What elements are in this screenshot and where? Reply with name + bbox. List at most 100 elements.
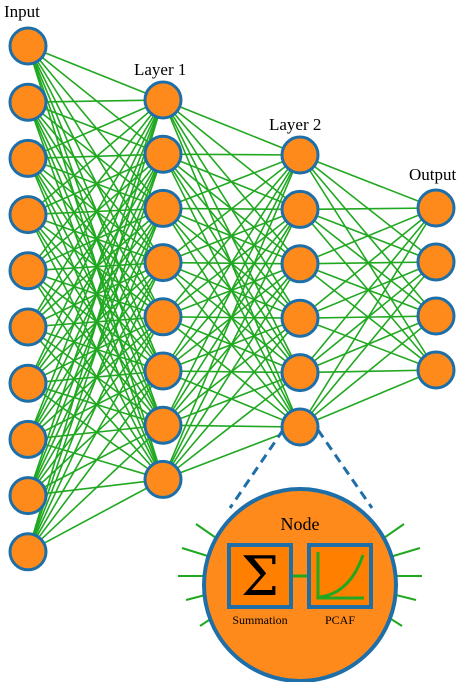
layer1-label: Layer 1 [134,60,186,79]
layer1-node-8 [143,459,183,499]
edge-l2-4-0 [299,207,437,374]
edge-l0-3-0 [27,99,164,216]
input-label: Input [4,2,40,21]
edge-l0-5-7 [27,326,164,480]
layer2-label: Layer 2 [269,115,321,134]
edge-l0-9-1 [27,153,164,553]
edge-l1-7-3 [162,317,301,480]
edge-l0-1-3 [27,101,164,264]
edge-l0-6-7 [27,382,164,481]
edge-l0-5-6 [27,326,164,426]
layer1-node-5 [143,297,183,337]
output-label: Output [409,165,457,184]
edge-l0-2-0 [27,99,164,160]
edge-l0-2-4 [27,157,164,318]
layer1-node-6 [143,351,183,391]
layer2-node-1 [280,135,320,175]
activation-label: PCAF [325,613,355,627]
input-node-2 [8,82,48,122]
edge-l0-7-0 [27,99,164,440]
layer2-node-5 [280,353,320,393]
summation-label: Summation [232,613,287,627]
edge-l1-1-0 [162,153,301,156]
layer1-node-4 [143,243,183,283]
edge-l0-4-6 [27,270,164,426]
edge-l2-2-0 [299,207,437,265]
edge-l0-5-0 [27,99,164,328]
edge-l2-5-2 [299,315,437,428]
edge-l1-7-1 [162,209,301,480]
edge-l0-6-0 [27,99,164,384]
input-node-8 [8,419,48,459]
layer1-node-3 [143,188,183,228]
zoom-line-right [316,429,374,509]
activation-curve-icon [316,552,364,600]
input-node-5 [8,251,48,291]
edge-l0-4-0 [27,99,164,272]
edge-l2-3-0 [299,207,437,319]
edge-l2-5-1 [299,261,437,428]
zoom-line-left [228,429,285,509]
edge-l2-0-0 [299,154,437,209]
input-node-6 [8,307,48,347]
layer1-node-2 [143,134,183,174]
edge-l0-9-3 [27,262,164,553]
edge-l0-4-7 [27,270,164,480]
edge-l2-5-3 [299,369,437,428]
layer1-node-7 [143,405,183,445]
edge-l1-4-0 [162,154,301,318]
input-node-1 [8,26,48,66]
edge-l0-9-7 [27,478,164,553]
node-detail-title: Node [281,514,320,534]
edge-l1-6-0 [162,154,301,426]
edge-l0-9-5 [27,370,164,553]
edge-l1-3-0 [162,154,301,264]
edge-l2-1-0 [299,207,437,211]
layer2-node-6 [280,407,320,447]
edge-l0-2-3 [27,157,164,264]
output-node-3 [416,296,456,336]
edge-l0-4-5 [27,270,164,372]
output-node-2 [416,242,456,282]
activation-curve-line [319,554,365,599]
edge-l0-1-0 [27,99,164,103]
edge-l0-8-0 [27,99,164,496]
sigma-icon: Σ [241,545,279,608]
input-node-4 [8,195,48,235]
node-detail-circle [202,487,398,682]
summation-box: Σ [227,543,293,609]
edge-l0-3-6 [27,214,164,426]
layer1-node-1 [143,80,183,120]
edge-l1-7-4 [162,371,301,481]
edge-l0-0-1 [27,45,164,155]
edge-l1-5-0 [162,154,301,372]
edge-l1-7-2 [162,263,301,480]
input-node-7 [8,363,48,403]
edge-l0-3-5 [27,214,164,372]
output-node-1 [416,188,456,228]
edge-l0-3-4 [27,213,164,318]
edge-l0-9-6 [27,424,164,553]
input-node-10 [8,532,48,572]
edge-l2-5-0 [299,207,437,428]
edge-l0-0-0 [27,45,164,101]
activation-box [307,543,373,609]
input-node-3 [8,138,48,178]
layer2-node-3 [280,244,320,284]
node-detail: Node Σ Summation PCAF [178,487,422,682]
edge-l1-7-0 [162,154,301,480]
output-node-4 [416,350,456,390]
network-nodes [8,26,456,572]
edge-l0-0-2 [27,45,164,209]
edge-l0-9-4 [27,316,164,553]
edge-l0-1-1 [27,101,164,155]
edge-l1-0-0 [162,99,301,156]
edge-l0-9-0 [27,99,164,553]
layer2-node-4 [280,298,320,338]
edge-l1-2-0 [162,154,301,210]
summation-box-rect [227,543,293,609]
edge-l0-9-2 [27,208,164,553]
edge-l1-7-5 [162,426,301,481]
edge-l0-1-2 [27,101,164,210]
